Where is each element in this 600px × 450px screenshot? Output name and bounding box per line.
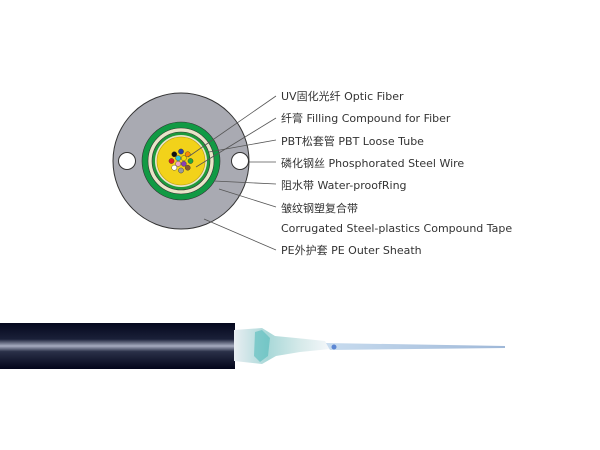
leader-water-proof xyxy=(213,180,277,185)
fiber xyxy=(184,164,191,171)
fiber xyxy=(171,164,178,171)
cable-side-view xyxy=(0,323,505,369)
fiber xyxy=(175,161,181,167)
leader-corrugated xyxy=(218,188,277,208)
label-corrugated-cn: 皱纹钢塑复合带 xyxy=(281,201,358,215)
fiber xyxy=(171,151,178,158)
label-outer-sheath: PE外护套 PE Outer Sheath xyxy=(281,243,422,257)
steel-wire-right xyxy=(231,152,249,170)
labels: UV固化光纤 Optic Fiber 纤膏 Filling Compound f… xyxy=(281,89,512,257)
leader-outer-sheath xyxy=(203,218,277,251)
fiber xyxy=(168,158,175,164)
cable-outer-jacket xyxy=(0,323,235,369)
fiber xyxy=(184,151,191,158)
fiber xyxy=(175,155,181,161)
label-loose-tube: PBT松套管 PBT Loose Tube xyxy=(281,134,424,148)
cable-inner-tube xyxy=(234,328,330,364)
fiber xyxy=(187,158,194,164)
steel-wire-left xyxy=(118,152,136,170)
tube-highlight xyxy=(254,330,270,362)
fiber xyxy=(178,148,184,155)
label-corrugated-en: Corrugated Steel-plastics Compound Tape xyxy=(281,222,512,235)
leader-lines xyxy=(187,95,277,251)
leader-optic-fiber xyxy=(187,95,277,158)
cross-section xyxy=(112,92,250,230)
fiber-bundle xyxy=(326,343,505,350)
fiber-tip-blue xyxy=(331,344,337,350)
filling-compound xyxy=(156,136,206,186)
label-water-proof: 阻水带 Water-proofRing xyxy=(281,179,407,192)
leader-filling-compound xyxy=(195,117,277,168)
fiber xyxy=(181,155,187,161)
leader-loose-tube xyxy=(208,139,277,153)
label-filling-compound: 纤膏 Filling Compound for Fiber xyxy=(281,111,451,125)
optic-fibers xyxy=(168,148,194,174)
label-optic-fiber: UV固化光纤 Optic Fiber xyxy=(281,89,404,103)
label-steel-wire: 磷化钢丝 Phosphorated Steel Wire xyxy=(281,156,464,170)
fiber xyxy=(181,161,187,167)
fiber xyxy=(178,167,184,174)
